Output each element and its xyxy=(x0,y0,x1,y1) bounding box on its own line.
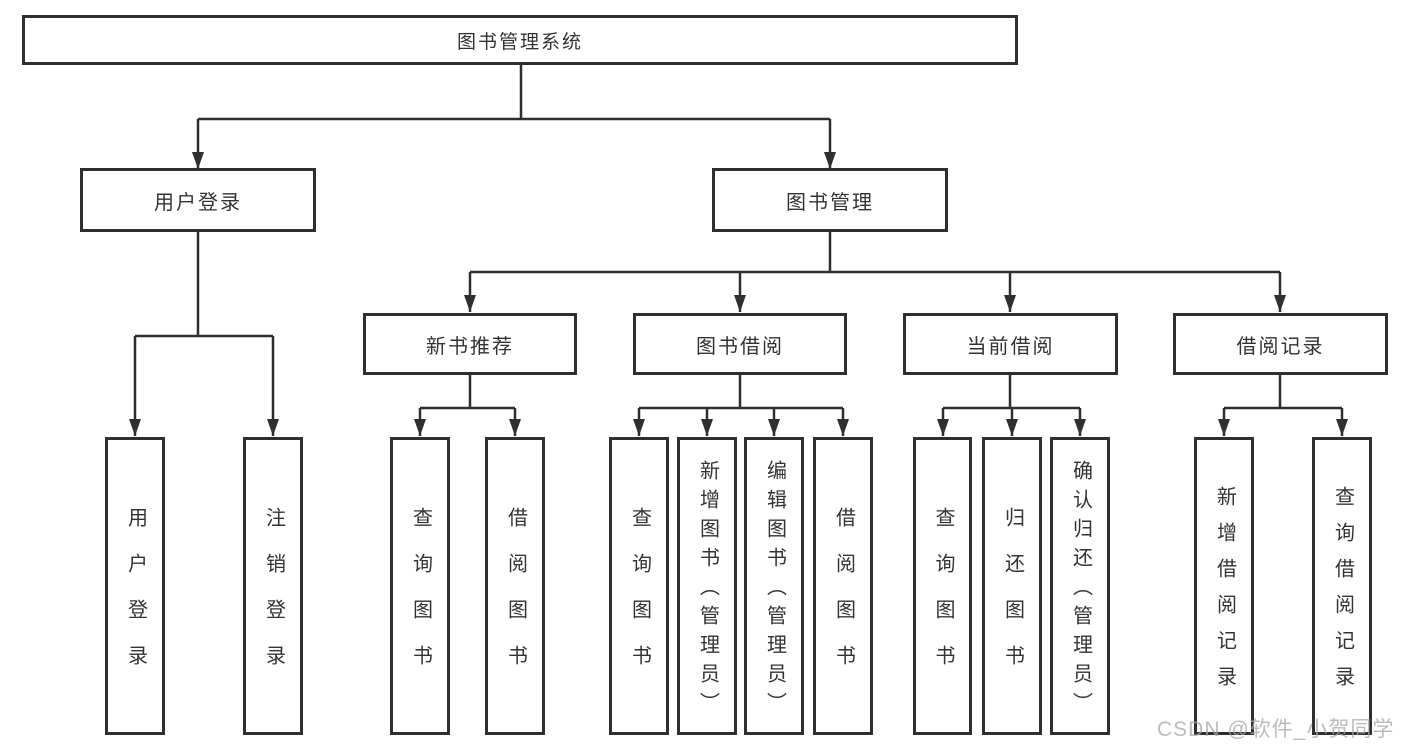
leaf-add-borrow-record: 新增借阅记录 xyxy=(1194,437,1254,735)
node-book-borrow: 图书借阅 xyxy=(633,313,847,375)
node-borrow-records: 借阅记录 xyxy=(1173,313,1388,375)
leaf-query-borrow-record: 查询借阅记录 xyxy=(1312,437,1372,735)
leaf-edit-book-admin: 编辑图书（管理员） xyxy=(744,437,804,735)
leaf-label: 新增图书（管理员） xyxy=(696,459,719,721)
node-library-system: 图书管理系统 xyxy=(22,15,1018,65)
leaf-query-books-recommend: 查询图书 xyxy=(390,437,450,735)
node-label: 图书借阅 xyxy=(696,335,784,358)
leaf-label: 编辑图书（管理员） xyxy=(763,459,786,721)
node-label: 用户登录 xyxy=(154,191,242,214)
leaf-return-books: 归还图书 xyxy=(982,437,1042,735)
csdn-watermark: CSDN @软件_小贺同学 xyxy=(1157,718,1395,741)
node-current-borrow: 当前借阅 xyxy=(903,313,1118,375)
leaf-query-books-current: 查询图书 xyxy=(913,437,972,735)
node-label: 当前借阅 xyxy=(966,335,1055,358)
leaf-label: 注销登录 xyxy=(262,507,285,691)
node-label: 图书管理 xyxy=(786,191,874,214)
leaf-label: 用户登录 xyxy=(124,507,147,691)
leaf-user-login: 用户登录 xyxy=(105,437,165,735)
node-book-management: 图书管理 xyxy=(712,168,948,232)
leaf-borrow-books: 借阅图书 xyxy=(813,437,873,735)
leaf-logout: 注销登录 xyxy=(243,437,303,735)
node-label: 新书推荐 xyxy=(426,335,514,358)
leaf-label: 借阅图书 xyxy=(832,507,855,691)
node-label: 借阅记录 xyxy=(1236,335,1325,358)
node-new-book-recommend: 新书推荐 xyxy=(363,313,577,375)
node-user-login: 用户登录 xyxy=(80,168,316,232)
leaf-confirm-return-admin: 确认归还（管理员） xyxy=(1050,437,1110,735)
leaf-query-books-borrow: 查询图书 xyxy=(609,437,669,735)
node-label: 图书管理系统 xyxy=(456,31,583,53)
leaf-label: 确认归还（管理员） xyxy=(1069,459,1092,721)
leaf-label: 借阅图书 xyxy=(504,507,527,691)
leaf-label: 查询图书 xyxy=(409,507,432,691)
leaf-label: 查询图书 xyxy=(932,507,954,691)
leaf-add-book-admin: 新增图书（管理员） xyxy=(677,437,737,735)
leaf-label: 查询借阅记录 xyxy=(1331,486,1354,702)
leaf-label: 归还图书 xyxy=(1001,507,1024,691)
leaf-label: 新增借阅记录 xyxy=(1213,486,1236,702)
leaf-label: 查询图书 xyxy=(628,507,651,691)
leaf-borrow-books-recommend: 借阅图书 xyxy=(485,437,545,735)
